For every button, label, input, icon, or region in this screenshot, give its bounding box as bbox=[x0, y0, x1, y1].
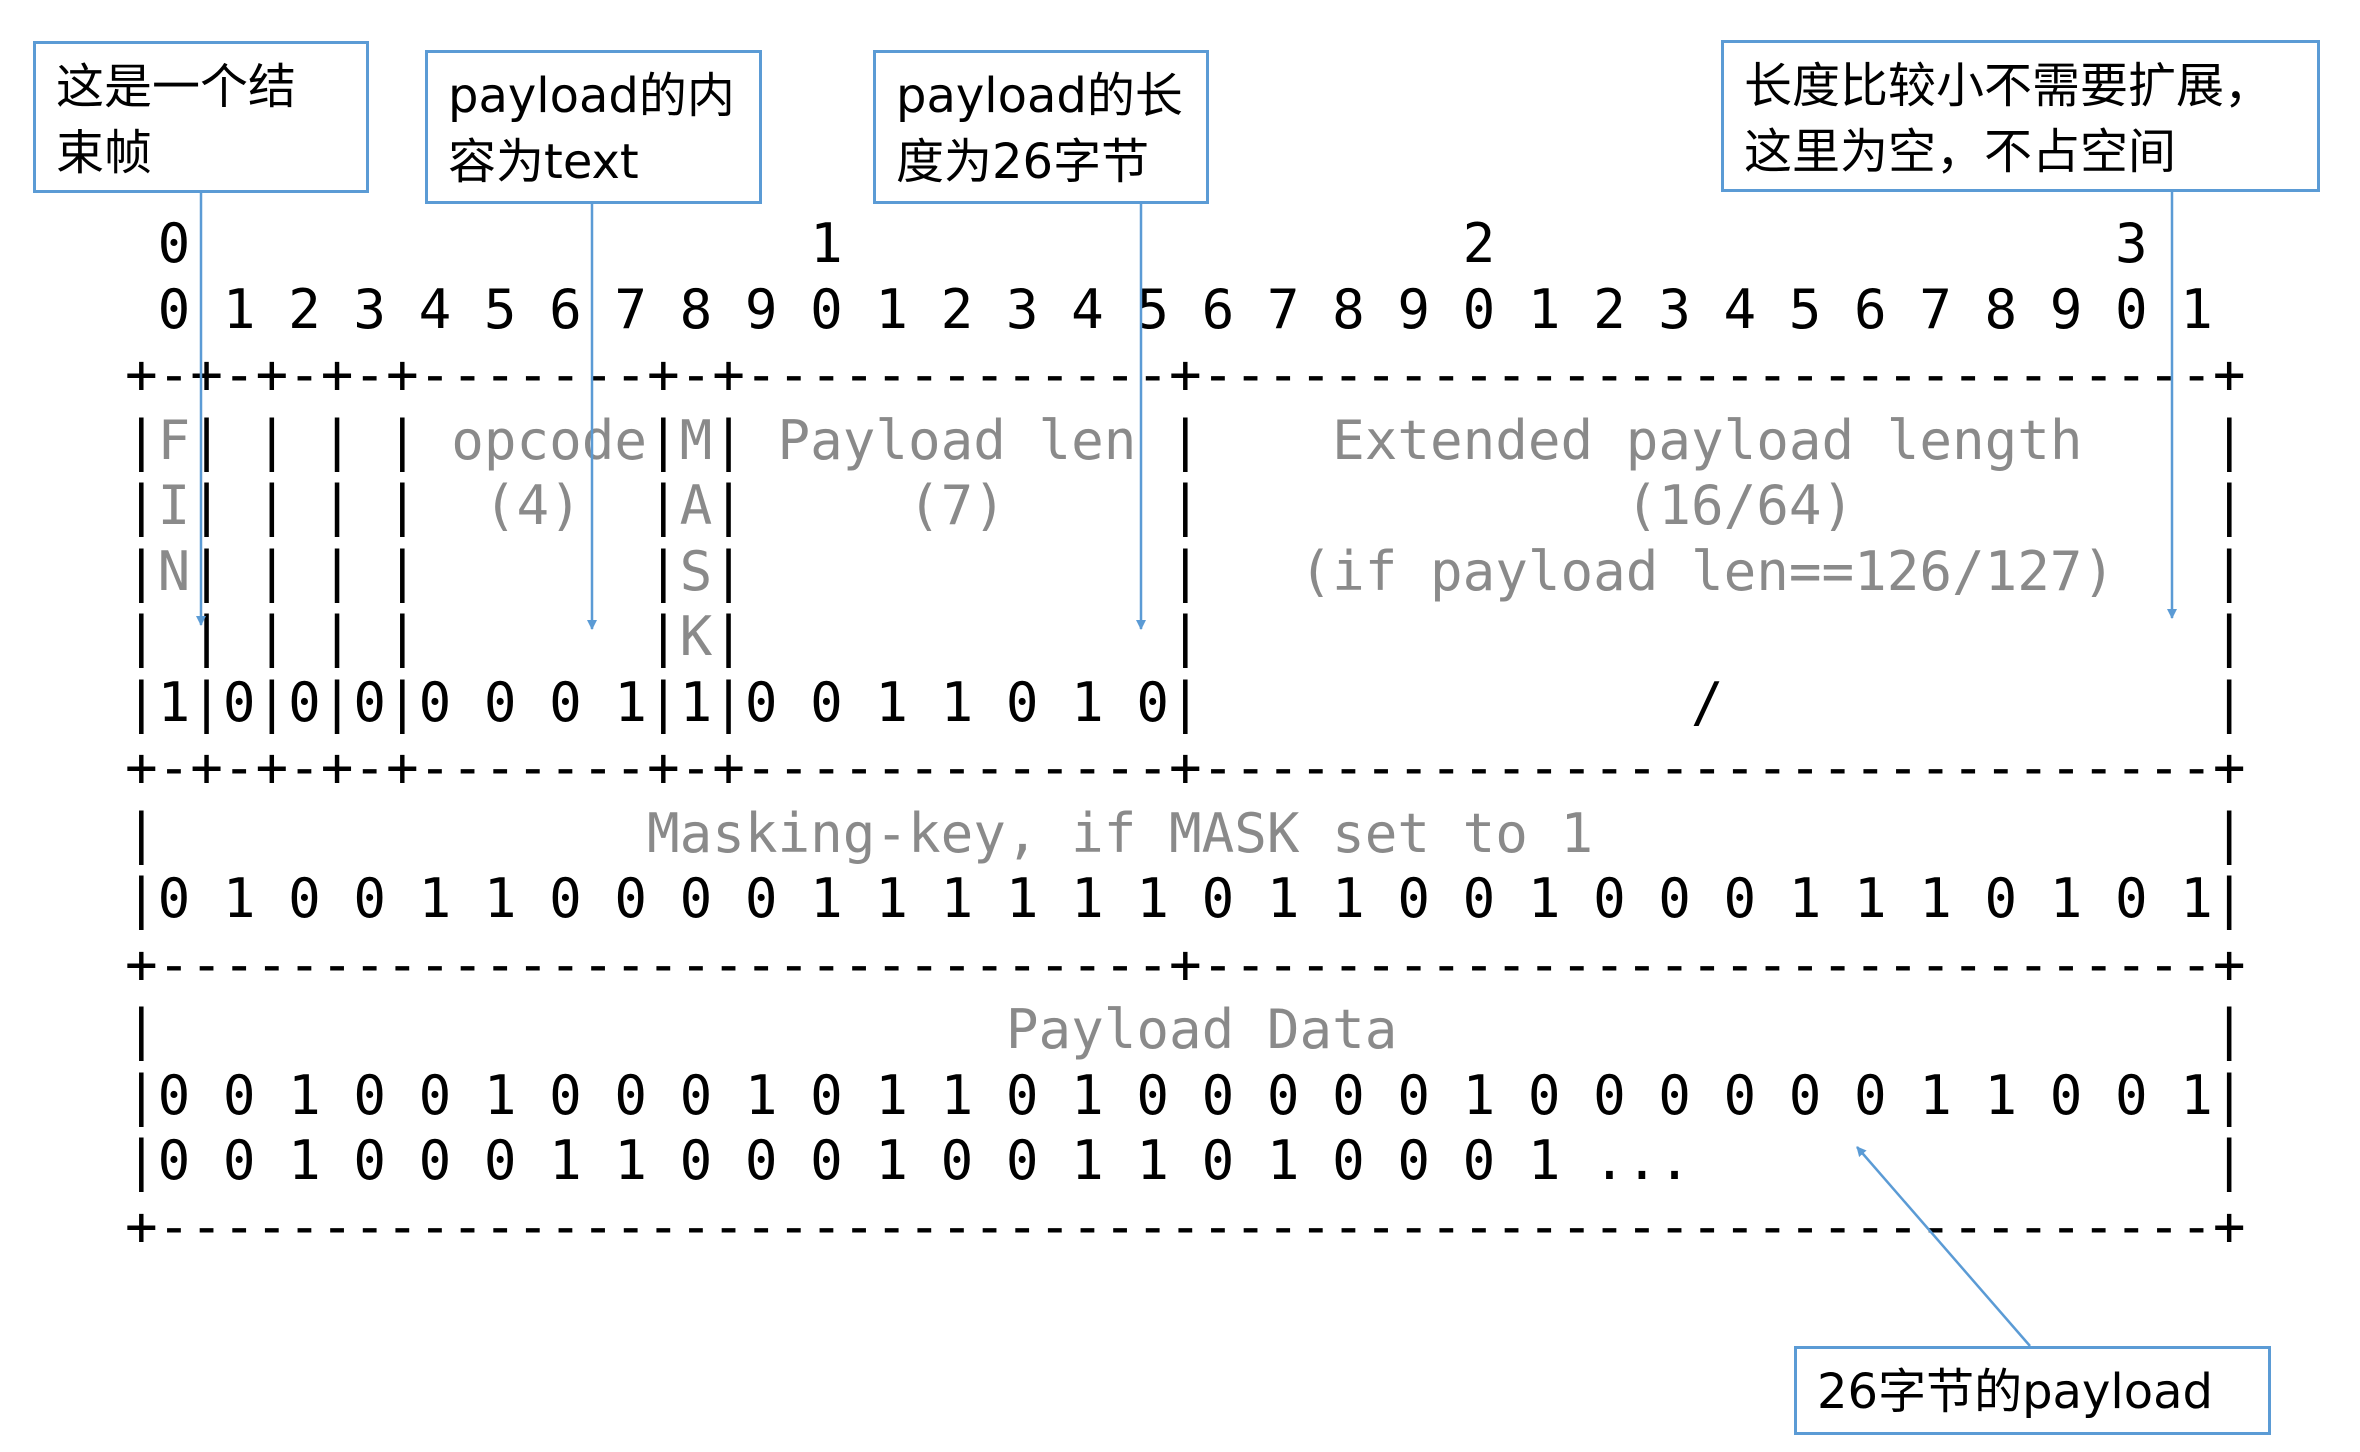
diagram-text: | bbox=[125, 539, 158, 603]
diagram-row: 0 1 2 3 bbox=[125, 211, 2246, 277]
diagram-text: +-+-+-+-+-------+-+-------------+-------… bbox=[125, 736, 2246, 799]
diagram-text: +---------------------------------------… bbox=[125, 1194, 2246, 1258]
note-fin: 这是一个结 束帧 bbox=[33, 41, 369, 193]
diagram-text: | bbox=[125, 801, 647, 865]
note-extended-line-2: 这里为空，不占空间 bbox=[1744, 124, 2177, 180]
diagram-text: 0 1 2 3 bbox=[125, 212, 2148, 275]
field-label: Payload Data bbox=[1005, 998, 1398, 1061]
field-label: N bbox=[157, 539, 191, 603]
diagram-text: | bbox=[125, 408, 158, 472]
diagram-row: | Masking-key, if MASK set to 1 | bbox=[125, 801, 2246, 867]
field-label: Masking-key, if MASK set to 1 bbox=[646, 801, 1594, 865]
diagram-text: | bbox=[1397, 998, 2246, 1061]
field-label: (4) bbox=[483, 474, 582, 537]
note-fin-line-2: 束帧 bbox=[56, 125, 153, 181]
note-length: payload的长 度为26字节 bbox=[873, 50, 1209, 204]
field-label: Payload len bbox=[777, 408, 1137, 472]
diagram-row: 0 1 2 3 4 5 6 7 8 9 0 1 2 3 4 5 6 7 8 9 … bbox=[125, 277, 2246, 343]
arrow-payload bbox=[1856, 1146, 2031, 1347]
diagram-text: |1|0|0|0|0 0 0 1|1|0 0 1 1 0 1 0| / | bbox=[125, 670, 2246, 734]
diagram-text: 0 1 2 3 4 5 6 7 8 9 0 1 2 3 4 5 6 7 8 9 … bbox=[125, 277, 2213, 341]
diagram-text: | bbox=[1136, 408, 1333, 472]
diagram-text: +-------------------------------+-------… bbox=[125, 932, 2246, 996]
diagram-row: |N| | | | |S| | (if payload len==126/127… bbox=[125, 539, 2246, 605]
note-payload-line-1: 26字节的payload bbox=[1817, 1364, 2213, 1420]
field-label: Extended payload length bbox=[1332, 408, 2083, 472]
diagram-text: | bbox=[125, 998, 1006, 1061]
field-label: (7) bbox=[908, 474, 1006, 537]
diagram-text: +-+-+-+-+-------+-+-------------+-------… bbox=[125, 343, 2246, 406]
field-label: S bbox=[679, 539, 713, 603]
diagram-text: |0 0 1 0 0 0 1 1 0 0 0 1 0 0 1 1 0 1 0 0… bbox=[125, 1129, 2246, 1192]
note-opcode: payload的内 容为text bbox=[425, 50, 762, 204]
diagram-text: | | | | bbox=[190, 474, 484, 537]
note-fin-line-1: 这是一个结 bbox=[56, 59, 297, 115]
diagram-text: | bbox=[712, 474, 908, 537]
field-label: F bbox=[157, 408, 191, 472]
note-payload: 26字节的payload bbox=[1794, 1346, 2271, 1435]
diagram-row: +---------------------------------------… bbox=[125, 1194, 2246, 1260]
websocket-frame-diagram: 0 1 2 3 0 1 2 3 4 5 6 7 8 9 0 1 2 3 4 5 … bbox=[125, 211, 2246, 1259]
diagram-row: |1|0|0|0|0 0 0 1|1|0 0 1 1 0 1 0| / | bbox=[125, 670, 2246, 736]
note-length-line-1: payload的长 bbox=[896, 68, 1183, 124]
diagram-row: |0 0 1 0 0 0 1 1 0 0 0 1 0 0 1 1 0 1 0 0… bbox=[125, 1128, 2246, 1194]
diagram-text: | bbox=[581, 474, 680, 537]
note-length-line-2: 度为26字节 bbox=[896, 134, 1150, 190]
note-opcode-line-1: payload的内 bbox=[448, 68, 735, 124]
diagram-row: | | | | | |K| | | bbox=[125, 604, 2246, 670]
diagram-text: | | bbox=[712, 539, 1300, 603]
diagram-text: |0 1 0 0 1 1 0 0 0 0 1 1 1 1 1 1 0 1 1 0… bbox=[125, 867, 2246, 930]
field-label: K bbox=[679, 605, 713, 668]
note-extended: 长度比较小不需要扩展， 这里为空，不占空间 bbox=[1721, 40, 2320, 192]
diagram-text: | | | | bbox=[190, 408, 452, 472]
note-extended-line-1: 长度比较小不需要扩展， bbox=[1744, 58, 2273, 114]
diagram-text: | bbox=[125, 474, 158, 537]
field-label: A bbox=[679, 474, 713, 537]
diagram-text: | bbox=[2115, 539, 2246, 603]
diagram-row: |0 1 0 0 1 1 0 0 0 0 1 1 1 1 1 1 0 1 1 0… bbox=[125, 866, 2246, 932]
diagram-row: |I| | | | (4) |A| (7) | (16/64) | bbox=[125, 473, 2246, 539]
diagram-text: | bbox=[647, 408, 680, 472]
diagram-row: | Payload Data | bbox=[125, 997, 2246, 1063]
diagram-text: | bbox=[1593, 801, 2246, 865]
diagram-row: +-------------------------------+-------… bbox=[125, 932, 2246, 998]
diagram-row: +-+-+-+-+-------+-+-------------+-------… bbox=[125, 735, 2246, 801]
diagram-text: |0 0 1 0 0 1 0 0 0 1 0 1 1 0 1 0 0 0 0 0… bbox=[125, 1063, 2246, 1127]
field-label: opcode bbox=[451, 408, 647, 472]
diagram-text: | | | bbox=[712, 605, 2246, 668]
diagram-row: +-+-+-+-+-------+-+-------------+-------… bbox=[125, 342, 2246, 408]
diagram-text: | bbox=[1854, 474, 2246, 537]
field-label: (if payload len==126/127) bbox=[1299, 539, 2116, 603]
field-label: M bbox=[679, 408, 713, 472]
diagram-row: |F| | | | opcode|M| Payload len | Extend… bbox=[125, 408, 2246, 474]
note-opcode-line-2: 容为text bbox=[448, 134, 639, 190]
diagram-text: | bbox=[2082, 408, 2246, 472]
diagram-text: | | | | | bbox=[190, 539, 680, 603]
diagram-text: | | | | | | bbox=[125, 605, 680, 668]
diagram-text: | bbox=[712, 408, 778, 472]
field-label: (16/64) bbox=[1625, 474, 1855, 537]
diagram-text: | bbox=[1005, 474, 1626, 537]
diagram-row: |0 0 1 0 0 1 0 0 0 1 0 1 1 0 1 0 0 0 0 0… bbox=[125, 1063, 2246, 1129]
field-label: I bbox=[157, 474, 191, 537]
